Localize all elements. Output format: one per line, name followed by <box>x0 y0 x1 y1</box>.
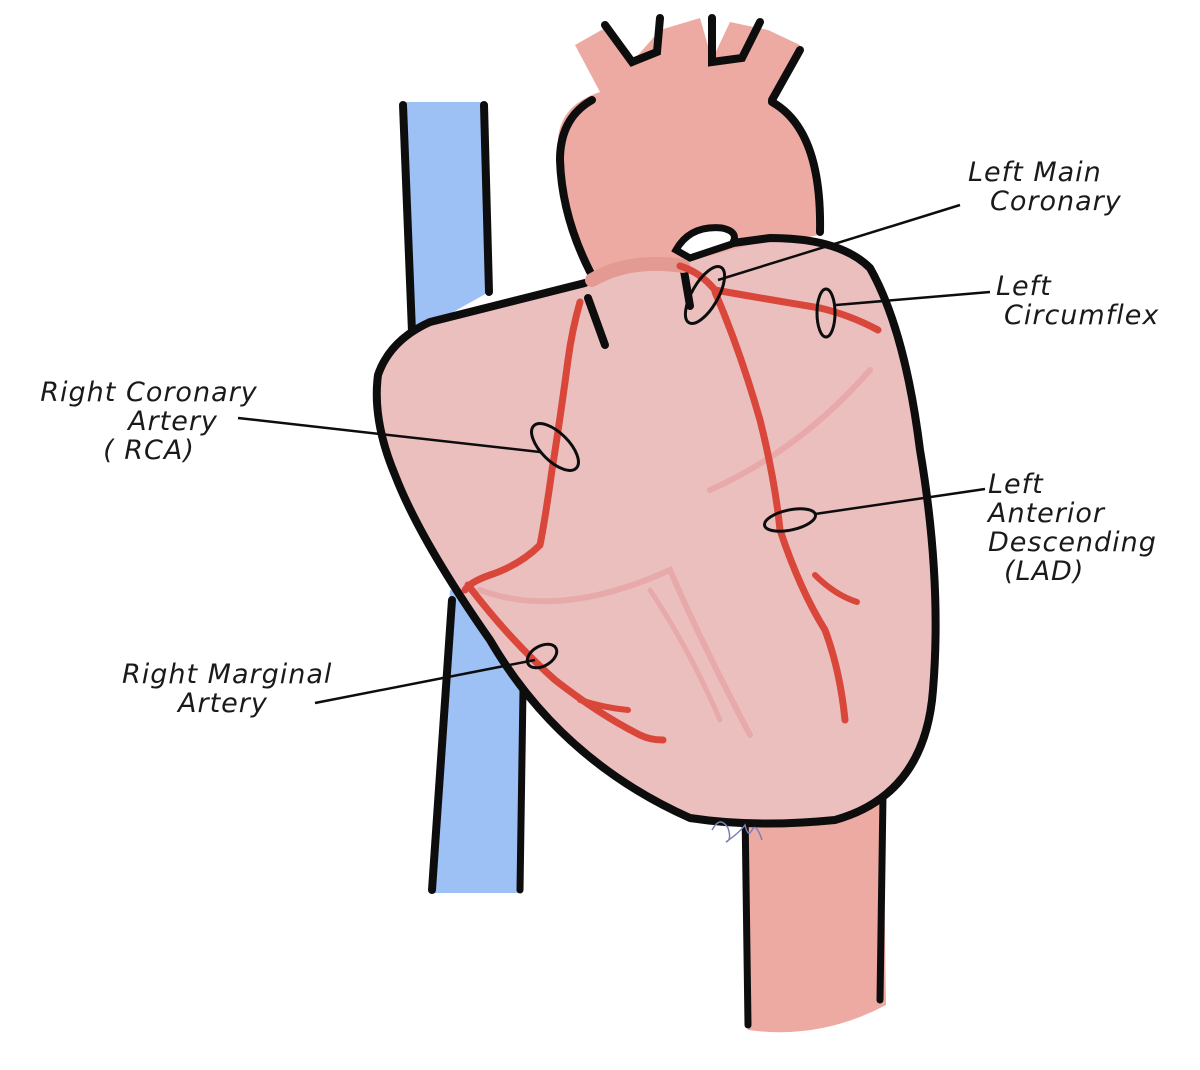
label-line: Descending <box>988 527 1157 559</box>
label-line: (LAD) <box>1004 556 1085 588</box>
pulmonary-trunk-opening <box>671 224 738 262</box>
ivc-right-edge <box>516 686 527 894</box>
aortic-arch-outline <box>556 96 604 294</box>
label-line: Left <box>996 271 1052 302</box>
leader-left-main <box>717 203 961 282</box>
svc-right-edge <box>480 101 493 296</box>
lad-diagonal-branch <box>812 572 860 605</box>
aortic-root-outline-left <box>584 294 609 349</box>
svc-left-edge <box>399 101 416 336</box>
label-line: Right Coronary <box>40 377 258 408</box>
superior-vena-cava <box>403 102 489 335</box>
descending-aorta <box>745 785 886 1033</box>
label-right-coronary-artery: Right Coronary Artery ( RCA) <box>18 377 280 467</box>
label-left-anterior-descending: Left Anterior Descending (LAD) <box>988 470 1157 587</box>
label-line: Coronary <box>990 186 1122 218</box>
leader-right-marginal <box>314 658 536 705</box>
heart-outline <box>372 234 940 828</box>
right-marginal-branch <box>577 697 631 713</box>
label-left-main-coronary: Left Main Coronary <box>968 158 1122 216</box>
leader-left-circumflex <box>835 290 991 307</box>
left-main-ring <box>683 265 727 325</box>
leader-lad <box>814 487 986 516</box>
atrial-sulcus <box>707 367 873 493</box>
subclavian-branch <box>768 46 804 104</box>
aortic-root-shade <box>585 256 690 287</box>
right-coronary-artery <box>461 298 584 594</box>
label-line: Right Marginal <box>122 659 333 690</box>
label-line: ( RCA) <box>103 435 195 467</box>
interventricular-sulcus <box>477 566 753 738</box>
label-line: Artery <box>128 406 218 438</box>
signature <box>711 821 763 843</box>
posterior-sulcus <box>647 587 723 723</box>
leader-rca <box>237 416 541 454</box>
label-right-marginal-artery: Right Marginal Artery <box>122 660 332 718</box>
label-left-circumflex: Left Circumflex <box>996 272 1159 330</box>
descending-aorta-left-edge <box>741 806 752 1029</box>
aortic-arch <box>558 18 819 285</box>
label-line: Circumflex <box>1004 300 1160 332</box>
label-line: Artery <box>178 688 268 720</box>
left-main-coronary-artery <box>676 262 719 294</box>
brachiocephalic-branch <box>601 14 664 67</box>
label-line: Left <box>988 469 1044 500</box>
rca-ring <box>530 422 580 472</box>
left-circumflex-ring <box>815 287 837 339</box>
carotid-branch <box>708 14 764 67</box>
aortic-arch-outline-right <box>768 98 825 236</box>
label-line: Left Main <box>968 157 1102 188</box>
descending-aorta-right-edge <box>876 791 887 1004</box>
label-line: Anterior <box>988 498 1106 530</box>
left-circumflex-artery <box>711 286 882 334</box>
ivc-left-edge <box>428 596 456 894</box>
right-marginal-ring <box>525 642 559 670</box>
